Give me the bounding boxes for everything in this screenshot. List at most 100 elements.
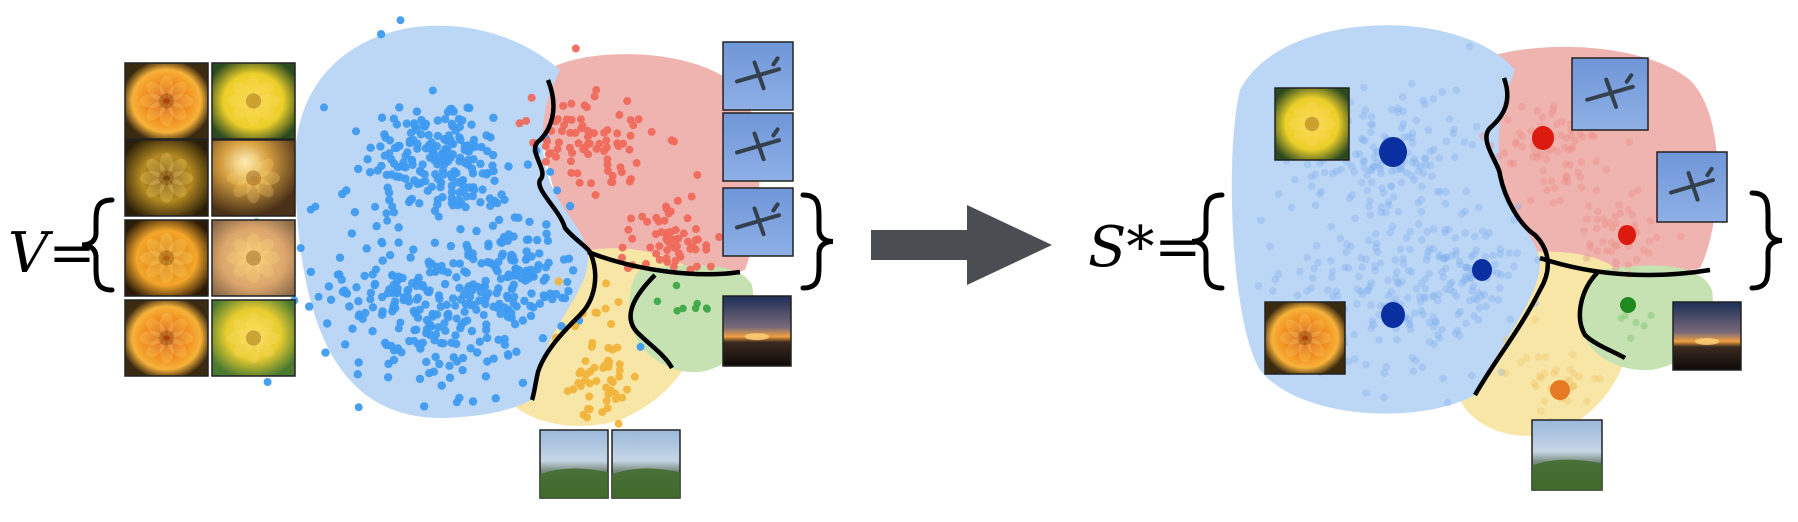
data-point (1532, 382, 1540, 391)
data-point (615, 372, 624, 381)
data-point (1441, 225, 1450, 234)
data-point (1384, 291, 1393, 300)
data-point (1677, 232, 1685, 241)
data-point (1563, 172, 1571, 181)
data-point (1512, 138, 1520, 146)
data-point (415, 166, 425, 176)
data-point (1357, 134, 1366, 143)
data-point (447, 173, 457, 182)
data-point (1493, 269, 1502, 278)
data-point (651, 230, 660, 239)
data-point (553, 186, 562, 195)
data-point (1442, 137, 1451, 146)
data-point (584, 139, 593, 148)
data-point (518, 378, 528, 388)
data-point (1415, 293, 1424, 301)
landscape-1-thumbnail (539, 429, 609, 499)
data-point (418, 160, 427, 169)
data-point (1560, 177, 1569, 186)
data-point (1586, 243, 1595, 252)
data-point (1569, 382, 1578, 391)
data-point (479, 311, 488, 319)
data-point (405, 136, 414, 145)
data-point (488, 150, 498, 160)
data-point (1459, 277, 1468, 285)
data-point (1435, 253, 1443, 261)
flower-points (230, 16, 645, 412)
data-point (469, 254, 478, 264)
data-point (1371, 230, 1380, 238)
data-point (431, 352, 440, 362)
data-point (576, 367, 585, 376)
data-point (1414, 167, 1423, 175)
data-point (1431, 317, 1440, 326)
data-point (1465, 271, 1474, 280)
data-point (560, 294, 570, 303)
data-point (1469, 250, 1478, 259)
data-point (1543, 186, 1551, 194)
data-point (1481, 252, 1490, 261)
data-point (1514, 202, 1522, 211)
data-point (1634, 186, 1642, 194)
data-point (460, 267, 469, 276)
data-point (1376, 165, 1384, 173)
data-point (389, 346, 399, 355)
data-point (404, 181, 413, 190)
data-point (579, 410, 588, 419)
data-point (1632, 318, 1640, 327)
data-point (1517, 102, 1526, 111)
airplane-points (515, 44, 724, 274)
data-point (451, 301, 460, 310)
data-point (1472, 122, 1481, 131)
data-point (333, 270, 342, 279)
data-point (1571, 136, 1580, 145)
data-point (373, 166, 382, 175)
data-point (666, 227, 675, 236)
data-point (455, 133, 464, 142)
data-point (1439, 374, 1447, 383)
data-point (1380, 393, 1388, 402)
data-point (1379, 189, 1388, 198)
data-point (1567, 145, 1576, 153)
data-point (1388, 222, 1397, 231)
data-point (388, 271, 397, 280)
data-point (1324, 286, 1332, 295)
data-point (522, 116, 531, 125)
data-point (1625, 138, 1634, 146)
data-point (1393, 278, 1402, 287)
data-point (617, 168, 626, 176)
data-point (448, 139, 458, 149)
data-point (1421, 154, 1429, 162)
data-point (452, 398, 461, 407)
data-point (1458, 279, 1466, 288)
data-point (440, 279, 450, 289)
data-point (1369, 143, 1378, 151)
data-point (510, 292, 519, 301)
data-point (488, 221, 498, 230)
data-point (553, 145, 562, 154)
data-point (587, 179, 596, 188)
decision-boundary-flower (1473, 77, 1551, 397)
data-point (1387, 167, 1396, 175)
data-point (392, 120, 402, 129)
data-point (1531, 315, 1540, 324)
data-point (1367, 279, 1375, 287)
data-point (1357, 254, 1365, 262)
data-point (1408, 79, 1416, 88)
data-point (427, 182, 436, 191)
data-point (1425, 269, 1433, 278)
data-point (1430, 146, 1438, 154)
data-point (655, 242, 664, 251)
data-point (1532, 148, 1540, 157)
data-point (1357, 287, 1365, 296)
data-point (430, 206, 440, 215)
data-point (468, 397, 478, 406)
data-point (1399, 255, 1407, 263)
data-point (456, 225, 465, 234)
data-point (389, 355, 399, 365)
data-point (436, 178, 446, 187)
data-point (630, 372, 639, 381)
data-point (365, 168, 375, 177)
data-point (602, 279, 610, 288)
data-point (1474, 316, 1483, 324)
